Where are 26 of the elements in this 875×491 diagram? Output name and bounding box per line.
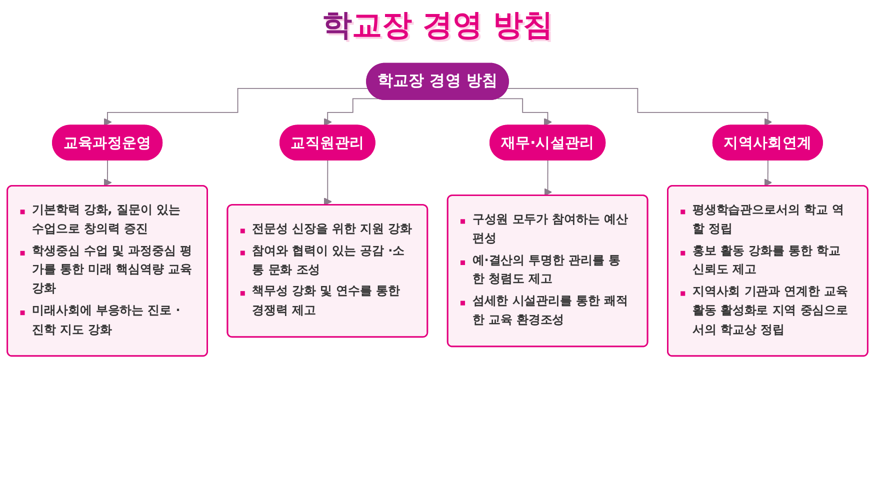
list-item: 홍보 활동 강화를 통한 학교 신뢰도 제고 bbox=[692, 243, 842, 279]
arrow bbox=[104, 88, 369, 126]
list-item: 학생중심 수업 및 과정중심 평가를 통한 미래 핵심역량 교육강화 bbox=[32, 243, 193, 298]
list-item: 지역사회 기관과 연계한 교육활동 활성화로 지역 중심으로서의 학교상 정립 bbox=[692, 284, 850, 339]
category-pill: 교직원관리 bbox=[280, 124, 376, 161]
list-item: 전문성 신장을 위한 지원 강화 bbox=[252, 221, 412, 238]
list-item: 참여와 협력이 있는 공감 ·소통 문화 조성 bbox=[252, 243, 406, 279]
list-item: 구성원 모두가 참여하는 예산 편성 bbox=[472, 212, 629, 248]
list-item: 책무성 강화 및 연수를 통한 경쟁력 제고 bbox=[252, 284, 401, 320]
arrow bbox=[764, 160, 772, 187]
list-item: 평생학습관으로서의 학교 역할 정립 bbox=[692, 202, 845, 238]
arrow bbox=[544, 160, 552, 196]
arrow bbox=[324, 98, 379, 126]
title: 학교장 경영 방침 bbox=[322, 7, 553, 45]
arrow bbox=[507, 88, 772, 126]
arrow bbox=[104, 160, 112, 187]
arrow bbox=[497, 98, 552, 126]
list-item: 미래사회에 부응하는 진로 · 진학 지도 강화 bbox=[32, 303, 182, 339]
category-pill: 교육과정운영 bbox=[52, 124, 163, 161]
root-pill: 학교장 경영 방침 bbox=[366, 62, 509, 100]
list-item: 기본학력 강화, 질문이 있는 수업으로 창의력 증진 bbox=[32, 202, 182, 238]
category-pill: 재무·시설관리 bbox=[490, 124, 606, 161]
category-pill: 지역사회연계 bbox=[712, 124, 823, 161]
list-item: 예·결산의 투명한 관리를 통한 청렴도 제고 bbox=[472, 252, 622, 288]
list-item: 섬세한 시설관리를 통한 쾌적한 교육 환경조성 bbox=[472, 294, 629, 330]
arrow bbox=[324, 160, 332, 206]
